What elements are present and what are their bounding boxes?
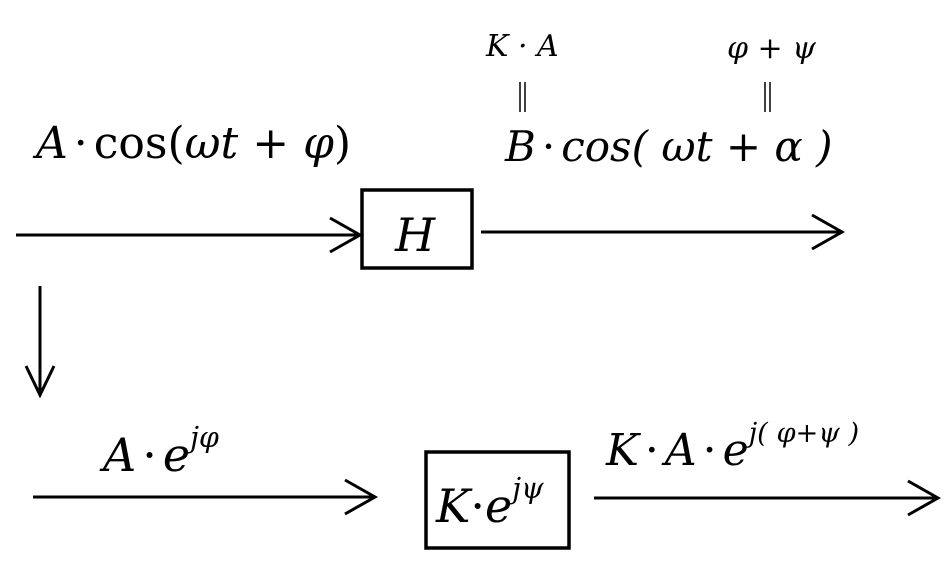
plus-sign: +: [238, 118, 304, 169]
multiply-dot: ·: [73, 118, 88, 169]
amplitude-symbol: A: [103, 428, 137, 483]
close-paren: ): [802, 122, 833, 171]
amplitude-annotation: K · A: [486, 29, 559, 64]
input-signal-label: A·cos(ωt + φ): [36, 122, 351, 166]
block-k-label: K·ejψ: [436, 472, 544, 529]
plus-sign: +: [712, 122, 775, 171]
multiply-dot: ·: [644, 425, 659, 477]
bottom-input-arrow: [33, 478, 379, 516]
omega-t: ωt: [647, 122, 713, 171]
amplitude-equality-marker: [519, 82, 526, 112]
output-amplitude-symbol: B: [505, 122, 536, 171]
cos-function: cos(: [93, 118, 185, 169]
phase-symbol: φ: [303, 118, 334, 169]
amplitude-symbol: A: [36, 118, 68, 169]
exponential-base: e: [722, 425, 749, 477]
exponential-base: e: [162, 428, 191, 483]
exponent: jφ: [190, 421, 219, 454]
bottom-output-arrow: [594, 479, 942, 517]
multiply-dot: ·: [142, 428, 157, 483]
output-phase-symbol: α: [774, 122, 803, 171]
multiply-dot: ·: [702, 425, 717, 477]
omega-t: ωt: [184, 118, 239, 169]
gain-symbol: K: [436, 479, 471, 534]
amplitude-symbol: A: [664, 425, 697, 477]
gain-symbol: K: [606, 425, 639, 477]
block-h-label: H: [395, 208, 436, 262]
exponent: jψ: [512, 472, 544, 505]
output-signal-label: B·cos( ωt + α ): [505, 126, 833, 168]
block-h: [360, 188, 474, 270]
exponential-base: e: [485, 479, 513, 534]
phasor-output-label: K·A·ej( φ+ψ ): [606, 420, 859, 473]
phasor-input-label: A·ejφ: [103, 421, 219, 478]
cos-function: cos(: [561, 122, 648, 171]
multiply-dot: ·: [541, 122, 556, 171]
exponent: j( φ+ψ ): [748, 418, 860, 449]
phase-equality-marker: [764, 82, 771, 112]
top-input-arrow: [16, 216, 364, 254]
phase-annotation: φ + ψ: [727, 31, 816, 66]
block-k: [424, 450, 571, 550]
transform-down-arrow: [24, 286, 56, 399]
top-output-arrow: [481, 213, 846, 251]
multiply-dot: ·: [470, 479, 485, 534]
close-paren: ): [333, 118, 352, 169]
